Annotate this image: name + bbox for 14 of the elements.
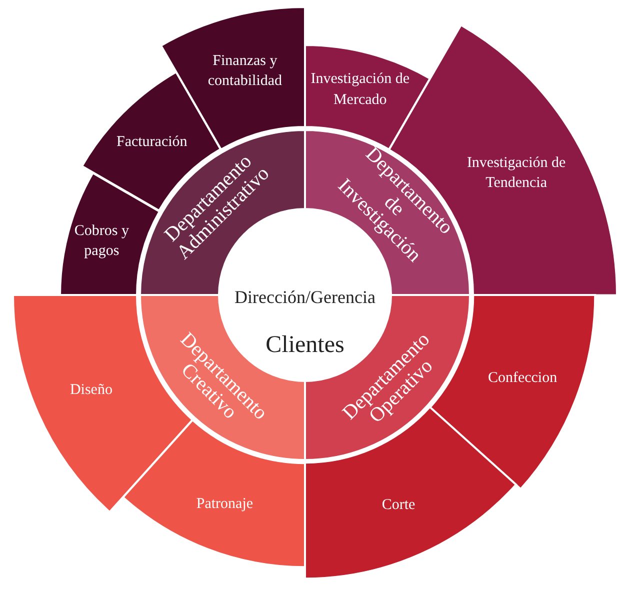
outer-segment [122,420,305,567]
segment-label: Corte [380,496,416,515]
center-title: Dirección/Gerencia [234,286,376,309]
segment-label: Patronaje [195,494,254,514]
center-subtitle: Clientes [266,330,344,358]
outer-segment [430,295,595,490]
outer-segment [60,172,160,295]
segment-label: Facturación [115,132,188,152]
segment-label: Diseño [68,381,114,400]
segment-label: Investigación de Tendencia [466,154,567,193]
segment-label: Finanzas y contabilidad [206,52,284,91]
segment-label: Cobros y pagos [73,221,130,261]
segment-label: Confeccion [486,369,558,388]
segment-label: Investigación de Mercado [310,70,410,110]
